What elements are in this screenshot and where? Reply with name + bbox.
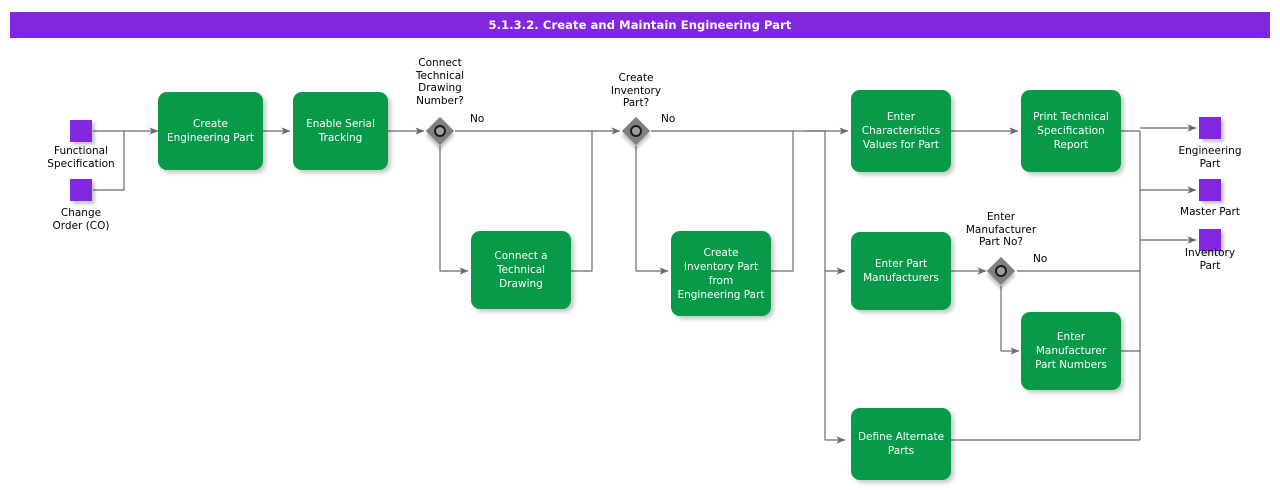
gateway-connect-technical-drawing-number[interactable] [425,116,455,146]
task-define-alternate-parts[interactable]: Define Alternate Parts [851,408,951,480]
gateway-label-enter-manufacturer-part-no: Enter Manufacturer Part No? [965,211,1037,248]
gateway-label-create-inventory-part: Create Inventory Part? [610,72,662,109]
flow-label-no-inventory: No [661,113,676,125]
connector-paths [93,124,1197,444]
task-enter-manufacturer-part-numbers[interactable]: Enter Manufacturer Part Numbers [1021,312,1121,390]
task-label: Enter Manufacturer Part Numbers [1035,331,1107,371]
task-print-technical-specification-report[interactable]: Print Technical Specification Report [1021,90,1121,172]
gateway-circle-icon [995,265,1007,277]
gateway-circle-icon [630,125,642,137]
artifact-label-change-order: Change Order (CO) [52,207,110,232]
task-create-inventory-part-from-engineering-part[interactable]: Create Inventory Part from Engineering P… [671,231,771,316]
task-enter-part-manufacturers[interactable]: Enter Part Manufacturers [851,232,951,310]
task-label: Define Alternate Parts [857,431,945,457]
task-label: Enter Part Manufacturers [863,258,939,284]
gateway-circle-icon [434,125,446,137]
gateway-create-inventory-part[interactable] [621,116,651,146]
gateway-label-connect-technical-drawing-number: Connect Technical Drawing Number? [415,57,465,107]
artifact-engineering-part[interactable] [1199,117,1221,139]
artifact-label-inventory-part: Inventory Part [1184,247,1236,272]
task-label: Enable Serial Tracking [306,118,375,144]
task-label: Connect a Technical Drawing [494,250,548,290]
task-create-engineering-part[interactable]: Create Engineering Part [158,92,263,170]
task-label: Create Engineering Part [166,118,255,144]
artifact-label-engineering-part: Engineering Part [1178,145,1242,170]
task-label: Enter Characteristics Values for Part [861,111,941,151]
gateway-enter-manufacturer-part-no[interactable] [986,256,1016,286]
flow-label-no-manufacturer: No [1033,253,1048,265]
artifact-change-order[interactable] [70,179,92,201]
artifact-label-functional-specification: Functional Specification [47,145,115,170]
artifact-label-master-part: Master Part [1180,206,1240,218]
artifact-functional-specification[interactable] [70,120,92,142]
artifact-inventory-part[interactable] [1199,229,1221,251]
task-enable-serial-tracking[interactable]: Enable Serial Tracking [293,92,388,170]
diagram-title-bar: 5.1.3.2. Create and Maintain Engineering… [10,12,1270,38]
task-label: Print Technical Specification Report [1033,111,1109,151]
flow-label-no-drawing: No [470,113,485,125]
task-label: Create Inventory Part from Engineering P… [677,246,765,301]
diagram-title: 5.1.3.2. Create and Maintain Engineering… [488,18,792,32]
task-connect-a-technical-drawing[interactable]: Connect a Technical Drawing [471,231,571,309]
task-enter-characteristics-values-for-part[interactable]: Enter Characteristics Values for Part [851,90,951,172]
artifact-master-part[interactable] [1199,179,1221,201]
